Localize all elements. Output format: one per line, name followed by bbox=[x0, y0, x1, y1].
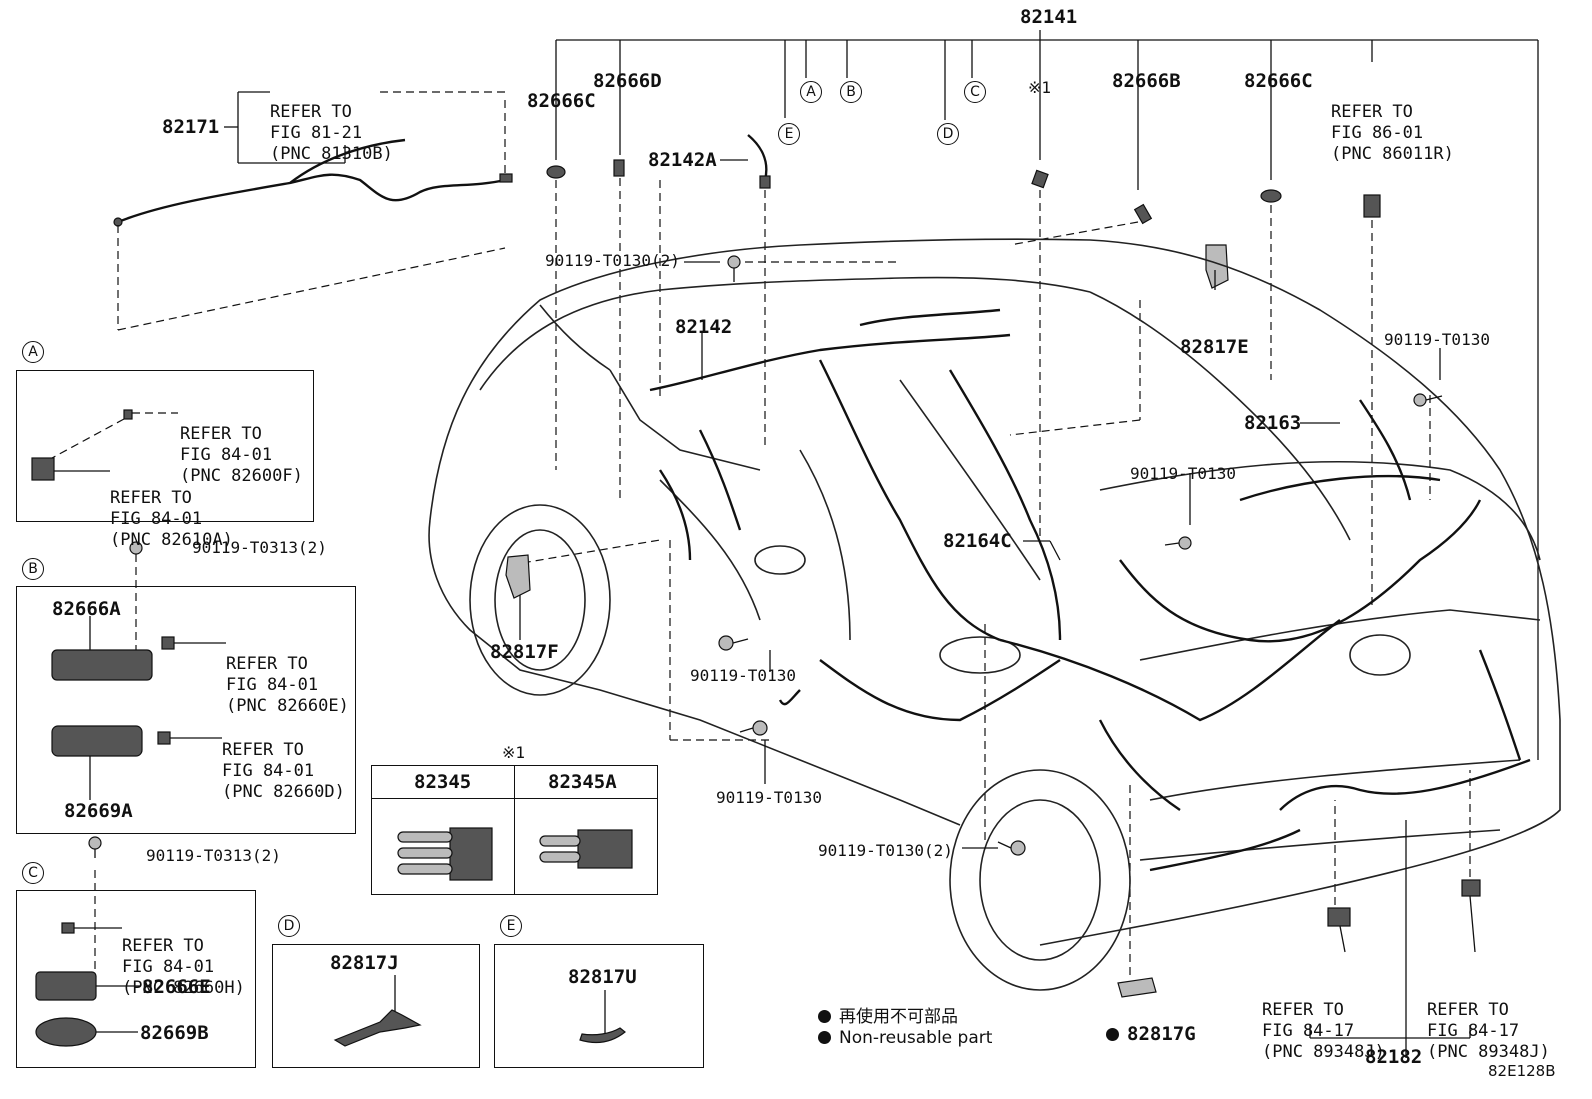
fuse-table-divider bbox=[371, 765, 515, 895]
part-82666c-left: 82666C bbox=[527, 90, 596, 112]
box-de-drawing bbox=[333, 975, 626, 1047]
fuse-82345: 82345 bbox=[414, 771, 472, 793]
part-82817e: 82817E bbox=[1180, 336, 1249, 358]
part-82163: 82163 bbox=[1244, 412, 1302, 434]
bolt-90119-t0130-mid: 90119-T0130 bbox=[1130, 464, 1236, 483]
box-c-letter: C bbox=[22, 862, 44, 884]
callout-d: D bbox=[937, 123, 959, 145]
box-e-letter: E bbox=[500, 915, 522, 937]
part-82164c: 82164C bbox=[943, 530, 1012, 552]
misc-parts bbox=[505, 554, 1481, 998]
fuse-82345a: 82345A bbox=[548, 771, 617, 793]
leader-lines bbox=[519, 159, 1476, 1058]
bolt-90119-t0130-2-bottom: 90119-T0130(2) bbox=[818, 841, 953, 860]
vehicle-outline bbox=[428, 238, 1561, 991]
legend-jp: 再使用不可部品 bbox=[818, 1002, 958, 1027]
main-bracket-lines bbox=[555, 30, 1539, 760]
detail-box-c bbox=[16, 890, 256, 1068]
part-82666d: 82666D bbox=[593, 70, 662, 92]
part-82817u: 82817U bbox=[568, 966, 637, 988]
non-reusable-dot-icon bbox=[818, 1010, 831, 1023]
detail-box-b bbox=[16, 586, 356, 834]
harness-wiring bbox=[649, 308, 1531, 872]
part-82817f: 82817F bbox=[490, 641, 559, 663]
callout-a: A bbox=[800, 81, 822, 103]
box-d-letter: D bbox=[278, 915, 300, 937]
part-82142: 82142 bbox=[675, 316, 733, 338]
main-part-label: 82141 bbox=[1020, 6, 1078, 28]
legend-en: Non-reusable part bbox=[818, 1028, 992, 1048]
non-reusable-dot-icon bbox=[1106, 1028, 1119, 1041]
non-reusable-dot-icon bbox=[818, 1031, 831, 1044]
82171-cable bbox=[113, 100, 513, 331]
part-82669b: 82669B bbox=[140, 1022, 209, 1044]
box-a-drawing bbox=[31, 409, 178, 481]
note-1-marker: ※1 bbox=[1028, 78, 1052, 97]
box-c-bolt: 90119-T0313(2) bbox=[146, 846, 281, 865]
part-82182: 82182 bbox=[1365, 1046, 1423, 1068]
part-82142a: 82142A bbox=[648, 149, 717, 171]
fuse-drawing bbox=[397, 827, 633, 881]
diagram-code: 82E128B bbox=[1488, 1062, 1556, 1080]
box-b-drawing bbox=[51, 541, 226, 800]
bolt-90119-t0130-lower2: 90119-T0130 bbox=[716, 788, 822, 807]
82171-leader bbox=[224, 91, 505, 164]
callout-c: C bbox=[964, 81, 986, 103]
box-c-drawing bbox=[35, 836, 140, 1047]
detail-box-a bbox=[16, 370, 314, 522]
part-82669a: 82669A bbox=[64, 800, 133, 822]
callout-e: E bbox=[778, 123, 800, 145]
bolt-90119-t0130-right: 90119-T0130 bbox=[1384, 330, 1490, 349]
detail-box-d bbox=[272, 944, 480, 1068]
bolt-90119-t0130-2-top: 90119-T0130(2) bbox=[545, 251, 680, 270]
box-b-bolt: 90119-T0313(2) bbox=[192, 538, 327, 557]
part-82666b: 82666B bbox=[1112, 70, 1181, 92]
part-82817g: 82817G bbox=[1106, 1025, 1196, 1044]
bolts bbox=[718, 255, 1443, 856]
part-82666a: 82666A bbox=[52, 598, 121, 620]
part-82666e: 82666E bbox=[142, 976, 211, 998]
fuse-note-marker: ※1 bbox=[502, 743, 526, 762]
fuse-table-header-rule bbox=[371, 765, 658, 799]
part-82666c-right: 82666C bbox=[1244, 70, 1313, 92]
part-82171: 82171 bbox=[162, 116, 220, 138]
top-connectors bbox=[546, 134, 1381, 289]
callout-b: B bbox=[840, 81, 862, 103]
box-b-letter: B bbox=[22, 558, 44, 580]
detail-box-e bbox=[494, 944, 704, 1068]
box-a-letter: A bbox=[22, 341, 44, 363]
bolt-90119-t0130-lower1: 90119-T0130 bbox=[690, 666, 796, 685]
part-82817j: 82817J bbox=[330, 952, 399, 974]
